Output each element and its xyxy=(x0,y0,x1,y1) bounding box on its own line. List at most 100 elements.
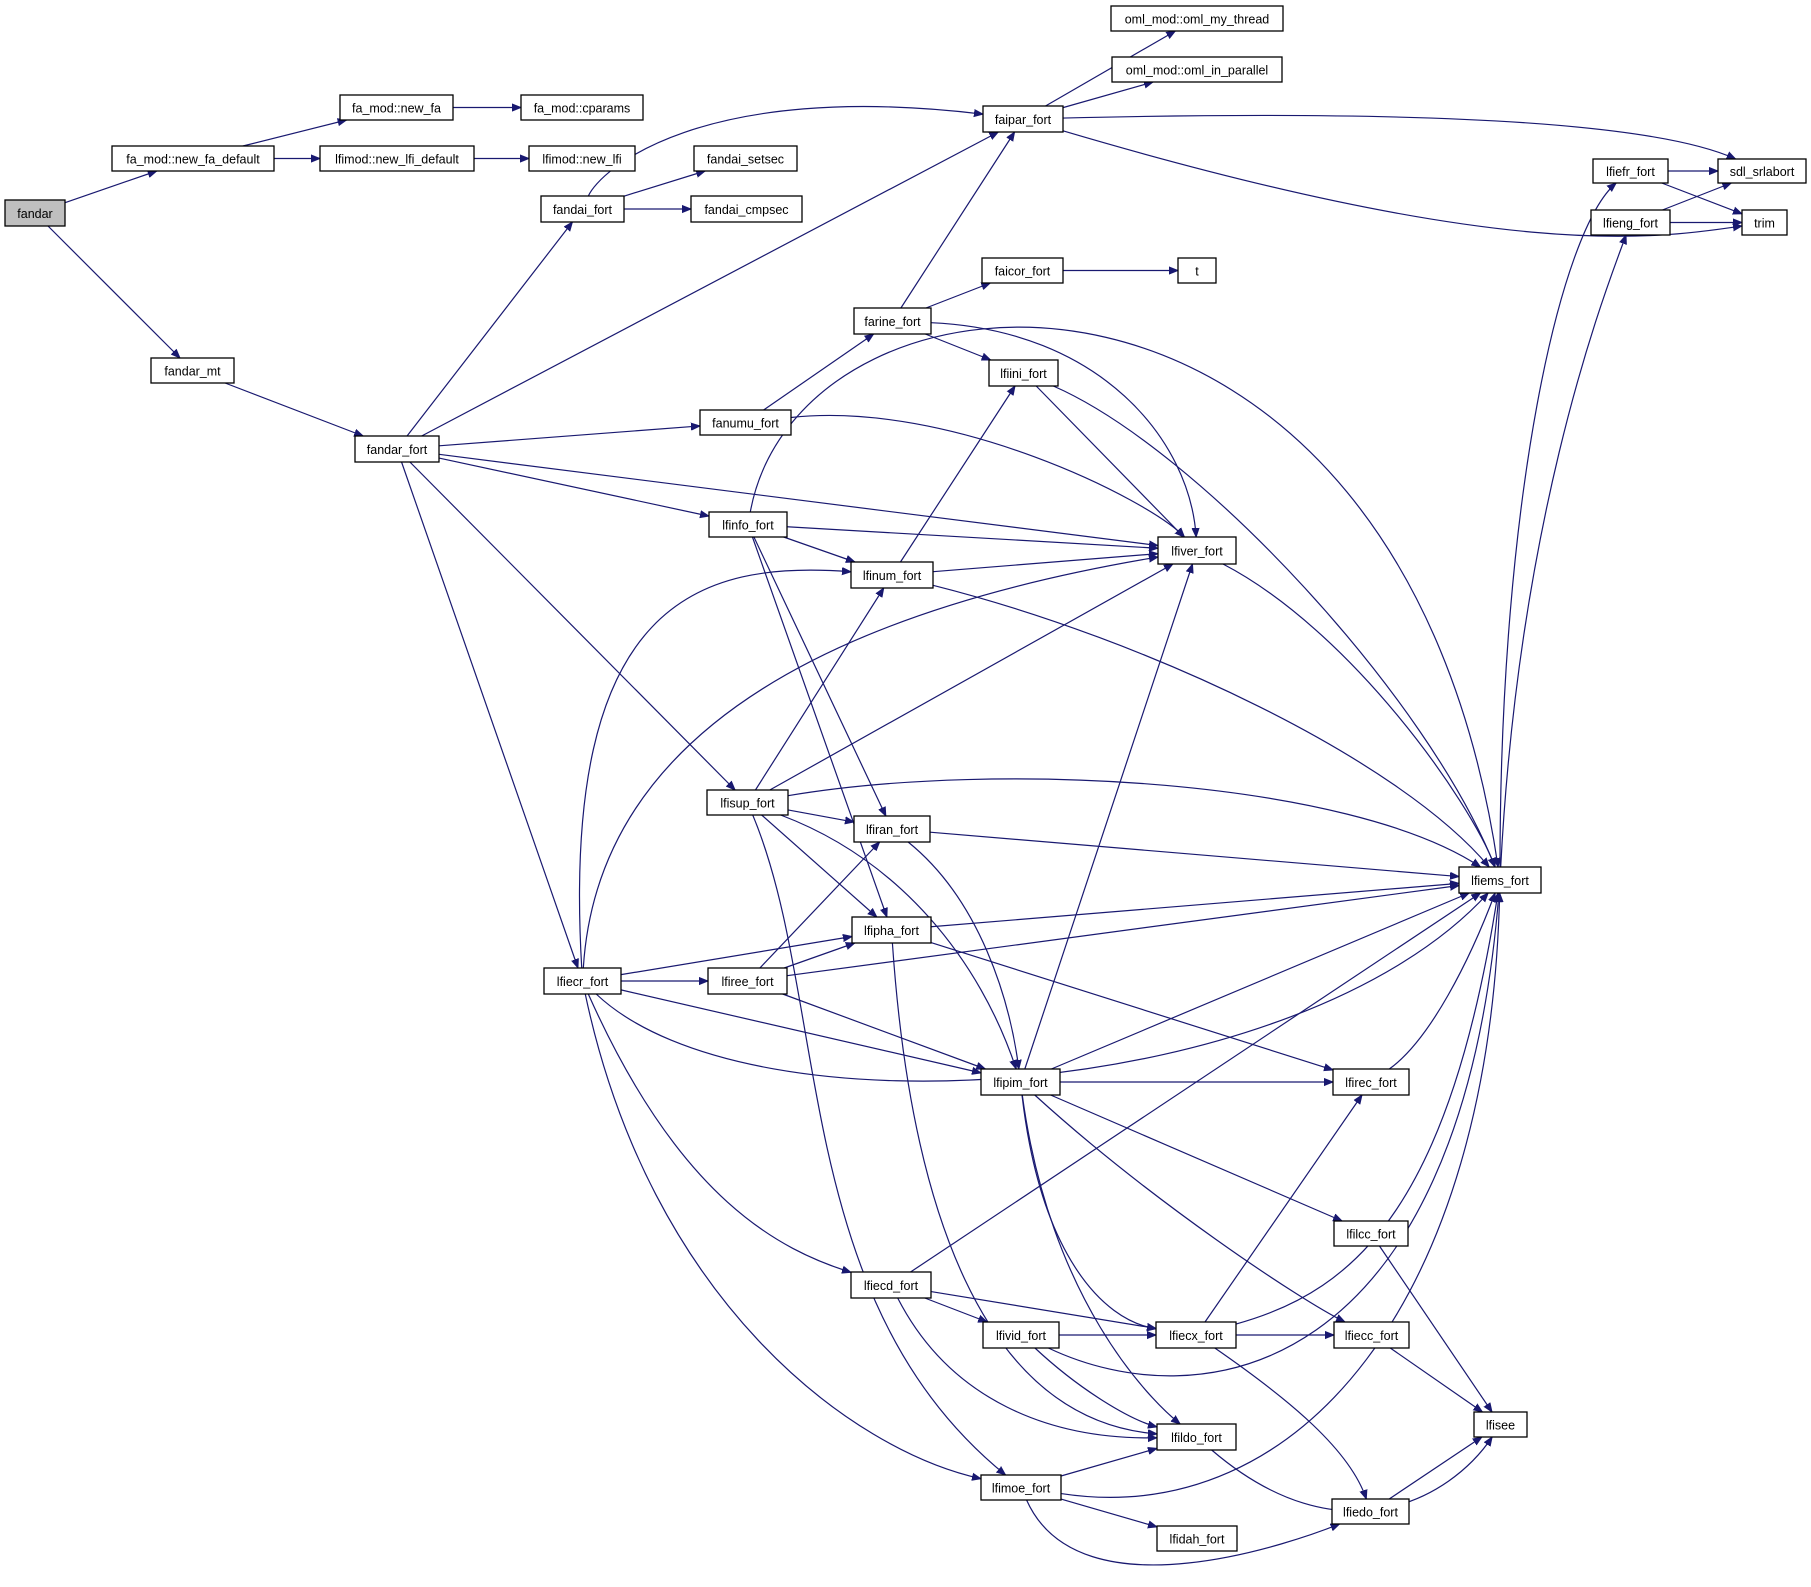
node-lfiecr-fort[interactable]: lfiecr_fort xyxy=(543,967,622,995)
edge-lfinum_fort-to-lfiems_fort xyxy=(932,584,1489,867)
edge-lfivid_fort-to-lfildo_fort xyxy=(1034,1347,1157,1427)
edge-fandar_fort-to-lfiver_fort xyxy=(438,453,1158,545)
node-box xyxy=(1590,209,1671,236)
node-lfisee[interactable]: lfisee xyxy=(1473,1411,1528,1438)
node-box xyxy=(1331,1498,1410,1525)
node-lfiran-fort[interactable]: lfiran_fort xyxy=(853,815,931,843)
node-lfirec-fort[interactable]: lfirec_fort xyxy=(1332,1068,1410,1096)
node-fandai-cmpsec[interactable]: fandai_cmpsec xyxy=(690,195,803,223)
edge-lfipha_fort-to-lfirec_fort xyxy=(930,941,1333,1070)
node-label: lfieng_fort xyxy=(1603,217,1658,231)
edge-lfiran_fort-to-lfipim_fort xyxy=(907,841,1019,1069)
node-faicor-fort[interactable]: faicor_fort xyxy=(981,257,1064,284)
node-fandar-fort[interactable]: fandar_fort xyxy=(354,435,440,463)
edge-lfinum_fort-to-lfiini_fort xyxy=(899,386,1015,563)
node-oml-my-thread[interactable]: oml_mod::oml_my_thread xyxy=(1110,5,1284,32)
node-box xyxy=(1592,158,1669,184)
node-lfinfo-fort[interactable]: lfinfo_fort xyxy=(708,511,788,538)
node-label: lfinfo_fort xyxy=(722,519,774,533)
node-lfimoe-fort[interactable]: lfimoe_fort xyxy=(980,1474,1062,1501)
node-trim[interactable]: trim xyxy=(1741,209,1788,236)
node-t[interactable]: t xyxy=(1177,257,1217,284)
node-box xyxy=(853,307,932,335)
node-label: lfipim_fort xyxy=(993,1076,1048,1090)
node-faipar-fort[interactable]: faipar_fort xyxy=(982,105,1064,133)
node-label: sdl_srlabort xyxy=(1730,165,1795,179)
node-lfiedo-fort[interactable]: lfiedo_fort xyxy=(1331,1498,1410,1525)
edge-fandar_fort-to-fandai_fort xyxy=(406,222,572,437)
edge-faipar_fort-to-sdl_srlabort xyxy=(1062,114,1736,160)
node-label: lfinum_fort xyxy=(863,569,922,583)
edge-fandar_fort-to-fanumu_fort xyxy=(438,426,700,447)
node-box xyxy=(1333,1321,1410,1349)
node-box xyxy=(150,357,235,384)
node-lfidah-fort[interactable]: lfidah_fort xyxy=(1156,1525,1238,1552)
node-box xyxy=(980,1068,1061,1096)
node-fandai-setsec[interactable]: fandai_setsec xyxy=(693,145,798,172)
edges-layer xyxy=(47,31,1742,1566)
node-lfipim-fort[interactable]: lfipim_fort xyxy=(980,1068,1061,1096)
node-fanumu-fort[interactable]: fanumu_fort xyxy=(699,409,792,436)
node-fandar-mt[interactable]: fandar_mt xyxy=(150,357,235,384)
node-lfiecx-fort[interactable]: lfiecx_fort xyxy=(1155,1321,1237,1349)
edge-fandai_fort-to-faipar_fort xyxy=(587,106,983,197)
node-lfiver-fort[interactable]: lfiver_fort xyxy=(1157,536,1237,565)
edge-fanumu_fort-to-lfiver_fort xyxy=(790,414,1184,537)
node-label: lfiree_fort xyxy=(721,975,774,989)
node-box xyxy=(981,257,1064,284)
node-label: fa_mod::new_fa xyxy=(352,102,441,116)
node-label: faicor_fort xyxy=(995,265,1051,279)
node-box xyxy=(699,409,792,436)
node-new-fa[interactable]: fa_mod::new_fa xyxy=(339,94,454,121)
node-new-lfi[interactable]: lfimod::new_lfi xyxy=(528,145,636,172)
node-sdl-srlabort[interactable]: sdl_srlabort xyxy=(1717,158,1807,184)
node-lfiree-fort[interactable]: lfiree_fort xyxy=(707,967,788,995)
node-box xyxy=(339,94,454,121)
node-lfieng-fort[interactable]: lfieng_fort xyxy=(1590,209,1671,236)
node-new-fa-default[interactable]: fa_mod::new_fa_default xyxy=(111,145,275,172)
node-label: lfiran_fort xyxy=(866,823,919,837)
edge-lfinfo_fort-to-lfiems_fort xyxy=(749,326,1498,867)
edge-lfiecr_fort-to-lfipha_fort xyxy=(620,937,852,976)
node-label: farine_fort xyxy=(864,315,921,329)
node-cparams[interactable]: fa_mod::cparams xyxy=(520,94,644,121)
edge-lfiecd_fort-to-lfildo_fort xyxy=(897,1297,1157,1438)
node-box xyxy=(982,1321,1060,1349)
node-box xyxy=(982,105,1064,133)
node-box xyxy=(988,359,1059,387)
node-label: lfiems_fort xyxy=(1471,874,1529,888)
node-lfiecc-fort[interactable]: lfiecc_fort xyxy=(1333,1321,1410,1349)
edge-lfinfo_fort-to-lfipha_fort xyxy=(751,536,886,917)
edge-fandar_fort-to-lfiecr_fort xyxy=(400,461,578,968)
node-oml-in-parallel[interactable]: oml_mod::oml_in_parallel xyxy=(1111,56,1283,83)
edge-lfimoe_fort-to-lfiems_fort xyxy=(1060,893,1500,1498)
node-lfipha-fort[interactable]: lfipha_fort xyxy=(851,916,932,944)
edge-fandai_fort-to-fandai_setsec xyxy=(623,171,705,197)
node-box xyxy=(528,145,636,172)
edge-farine_fort-to-lfiini_fort xyxy=(925,333,991,361)
edge-lfiini_fort-to-lfiver_fort xyxy=(1035,385,1184,537)
node-label: oml_mod::oml_in_parallel xyxy=(1126,64,1268,78)
node-lfisup-fort[interactable]: lfisup_fort xyxy=(706,789,789,816)
node-fandai-fort[interactable]: fandai_fort xyxy=(540,195,625,223)
node-lfiini-fort[interactable]: lfiini_fort xyxy=(988,359,1059,387)
node-lfinum-fort[interactable]: lfinum_fort xyxy=(850,561,934,589)
edge-farine_fort-to-faicor_fort xyxy=(925,282,990,309)
node-box xyxy=(1156,1525,1238,1552)
node-lfiefr-fort[interactable]: lfiefr_fort xyxy=(1592,158,1669,184)
node-box xyxy=(520,94,644,121)
node-label: lfiini_fort xyxy=(1000,367,1047,381)
edge-lfinum_fort-to-lfiver_fort xyxy=(932,554,1158,573)
node-new-lfi-default[interactable]: lfimod::new_lfi_default xyxy=(319,145,475,172)
node-lfildo-fort[interactable]: lfildo_fort xyxy=(1156,1423,1237,1451)
edge-fanumu_fort-to-farine_fort xyxy=(763,334,874,411)
edge-lfipim_fort-to-lfiecc_fort xyxy=(1034,1094,1345,1323)
node-farine-fort[interactable]: farine_fort xyxy=(853,307,932,335)
node-fandar[interactable]: fandar xyxy=(4,199,66,227)
node-lfilcc-fort[interactable]: lfilcc_fort xyxy=(1333,1220,1409,1247)
node-lfiems-fort[interactable]: lfiems_fort xyxy=(1458,866,1542,894)
node-lfiecd-fort[interactable]: lfiecd_fort xyxy=(850,1271,932,1299)
node-lfivid-fort[interactable]: lfivid_fort xyxy=(982,1321,1060,1349)
edge-lfiecr_fort-to-lfiver_fort xyxy=(582,557,1158,969)
